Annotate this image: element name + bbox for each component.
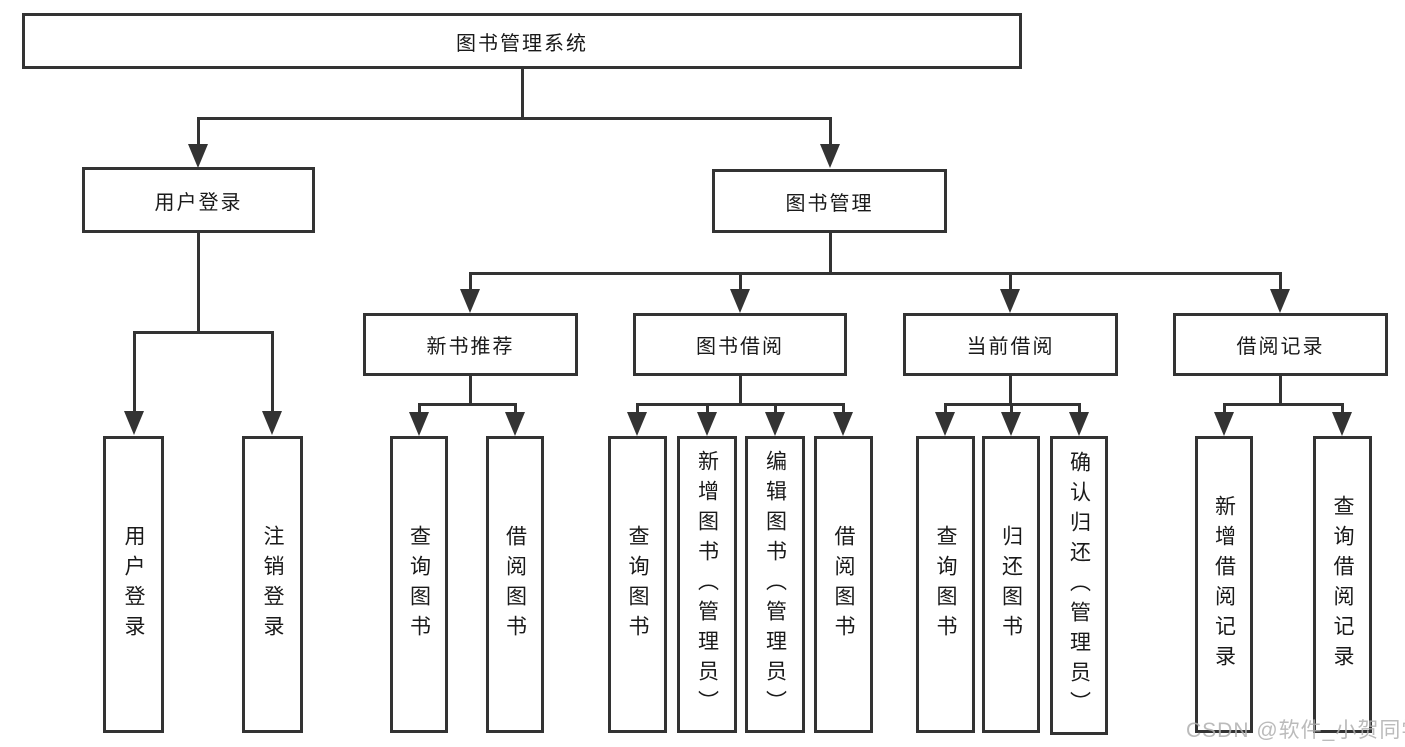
leaf-query-books-1-label: 查询图书 xyxy=(407,524,431,645)
leaf-add-book-admin-label: 新增图书（管理员） xyxy=(695,449,719,720)
connector-leaf-stem xyxy=(513,403,517,413)
leaf-logout: 注销登录 xyxy=(242,436,303,733)
connector-level3-stem xyxy=(738,272,742,290)
arrow-down-leaf xyxy=(935,412,955,436)
node-book-borrow: 图书借阅 xyxy=(633,313,847,376)
connector-level3-stem xyxy=(1278,272,1282,290)
connector-level1-horizontal xyxy=(196,117,832,120)
leaf-add-borrow-record-label: 新增借阅记录 xyxy=(1212,494,1236,675)
arrow-down-book-mgmt xyxy=(820,144,840,168)
connector-group-stub xyxy=(1278,376,1282,405)
leaf-add-book-admin: 新增图书（管理员） xyxy=(677,436,737,733)
node-new-book-recommend: 新书推荐 xyxy=(363,313,578,376)
arrow-down-current-borrow xyxy=(1000,289,1020,313)
arrow-down-leaf xyxy=(1069,412,1089,436)
arrow-down-user-login xyxy=(188,144,208,168)
arrow-down-leaf xyxy=(262,411,282,435)
node-current-borrow: 当前借阅 xyxy=(903,313,1118,376)
node-user-login: 用户登录 xyxy=(82,167,315,233)
arrow-down-borrow-record xyxy=(1270,289,1290,313)
arrow-down-leaf xyxy=(833,412,853,436)
leaf-borrow-books-1: 借阅图书 xyxy=(486,436,544,733)
leaf-return-book: 归还图书 xyxy=(982,436,1040,733)
arrow-down-new-book xyxy=(460,289,480,313)
connector-leaf-stem xyxy=(1340,403,1344,413)
leaf-query-books-3: 查询图书 xyxy=(916,436,975,733)
leaf-query-borrow-record-label: 查询借阅记录 xyxy=(1331,494,1355,675)
connector-group-horizontal xyxy=(1222,403,1344,406)
csdn-watermark: CSDN @软件_小贺同学 xyxy=(1186,719,1405,742)
connector-user-login-down xyxy=(197,233,200,333)
connector-book-mgmt-stem xyxy=(828,117,832,146)
node-new-book-recommend-label: 新书推荐 xyxy=(426,336,515,358)
arrow-down-leaf xyxy=(409,412,429,436)
connector-leaf-stem xyxy=(270,331,274,411)
connector-book-mgmt-down xyxy=(828,233,832,274)
node-root-library-system: 图书管理系统 xyxy=(22,13,1022,69)
leaf-borrow-books-2-label: 借阅图书 xyxy=(832,524,856,645)
arrow-down-leaf xyxy=(1332,412,1352,436)
connector-group-stub xyxy=(738,376,742,405)
leaf-add-borrow-record: 新增借阅记录 xyxy=(1195,436,1253,733)
leaf-query-books-1: 查询图书 xyxy=(390,436,448,733)
connector-level3-stem xyxy=(468,272,472,290)
leaf-logout-label: 注销登录 xyxy=(261,524,285,645)
node-book-borrow-label: 图书借阅 xyxy=(696,336,784,358)
connector-leaf-stem xyxy=(635,403,639,413)
connector-leaf-stem xyxy=(841,403,845,413)
arrow-down-leaf xyxy=(627,412,647,436)
arrow-down-book-borrow xyxy=(730,289,750,313)
connector-leaf-stem xyxy=(132,331,136,411)
connector-user-login-horizontal xyxy=(132,331,274,334)
node-user-login-label: 用户登录 xyxy=(154,191,243,214)
arrow-down-leaf xyxy=(505,412,525,436)
arrow-down-leaf xyxy=(124,411,144,435)
node-borrow-record: 借阅记录 xyxy=(1173,313,1388,376)
connector-leaf-stem xyxy=(1222,403,1226,413)
arrow-down-leaf xyxy=(697,412,717,436)
leaf-borrow-books-1-label: 借阅图书 xyxy=(503,524,527,645)
connector-group-horizontal xyxy=(417,403,517,406)
leaf-borrow-books-2: 借阅图书 xyxy=(814,436,873,733)
connector-leaf-stem xyxy=(1009,403,1013,413)
leaf-user-login: 用户登录 xyxy=(103,436,164,733)
connector-group-stub xyxy=(1008,376,1012,405)
leaf-query-books-2: 查询图书 xyxy=(608,436,667,733)
leaf-query-books-2-label: 查询图书 xyxy=(626,524,650,645)
leaf-query-borrow-record: 查询借阅记录 xyxy=(1313,436,1372,733)
connector-user-login-stem xyxy=(196,117,200,146)
connector-leaf-stem xyxy=(943,403,947,413)
arrow-down-leaf xyxy=(1001,412,1021,436)
node-book-management-label: 图书管理 xyxy=(785,192,874,215)
leaf-confirm-return-admin: 确认归还（管理员） xyxy=(1050,436,1108,735)
leaf-edit-book-admin-label: 编辑图书（管理员） xyxy=(763,449,787,720)
connector-group-stub xyxy=(469,376,472,405)
connector-leaf-stem xyxy=(773,403,777,413)
leaf-edit-book-admin: 编辑图书（管理员） xyxy=(745,436,805,733)
connector-level3-stem xyxy=(1008,272,1012,290)
connector-leaf-stem xyxy=(1077,403,1081,413)
node-current-borrow-label: 当前借阅 xyxy=(966,336,1055,358)
leaf-return-book-label: 归还图书 xyxy=(999,524,1023,645)
connector-leaf-stem xyxy=(705,403,709,413)
leaf-user-login-label: 用户登录 xyxy=(122,524,146,645)
node-borrow-record-label: 借阅记录 xyxy=(1236,336,1325,358)
leaf-query-books-3-label: 查询图书 xyxy=(934,524,958,645)
leaf-confirm-return-admin-label: 确认归还（管理员） xyxy=(1067,450,1091,721)
arrow-down-leaf xyxy=(765,412,785,436)
arrow-down-leaf xyxy=(1214,412,1234,436)
connector-level3-horizontal xyxy=(468,272,1282,275)
connector-group-horizontal xyxy=(635,403,845,406)
connector-root-stub xyxy=(520,69,524,120)
connector-leaf-stem xyxy=(417,403,421,413)
node-root-label: 图书管理系统 xyxy=(456,32,588,55)
node-book-management: 图书管理 xyxy=(712,169,947,233)
